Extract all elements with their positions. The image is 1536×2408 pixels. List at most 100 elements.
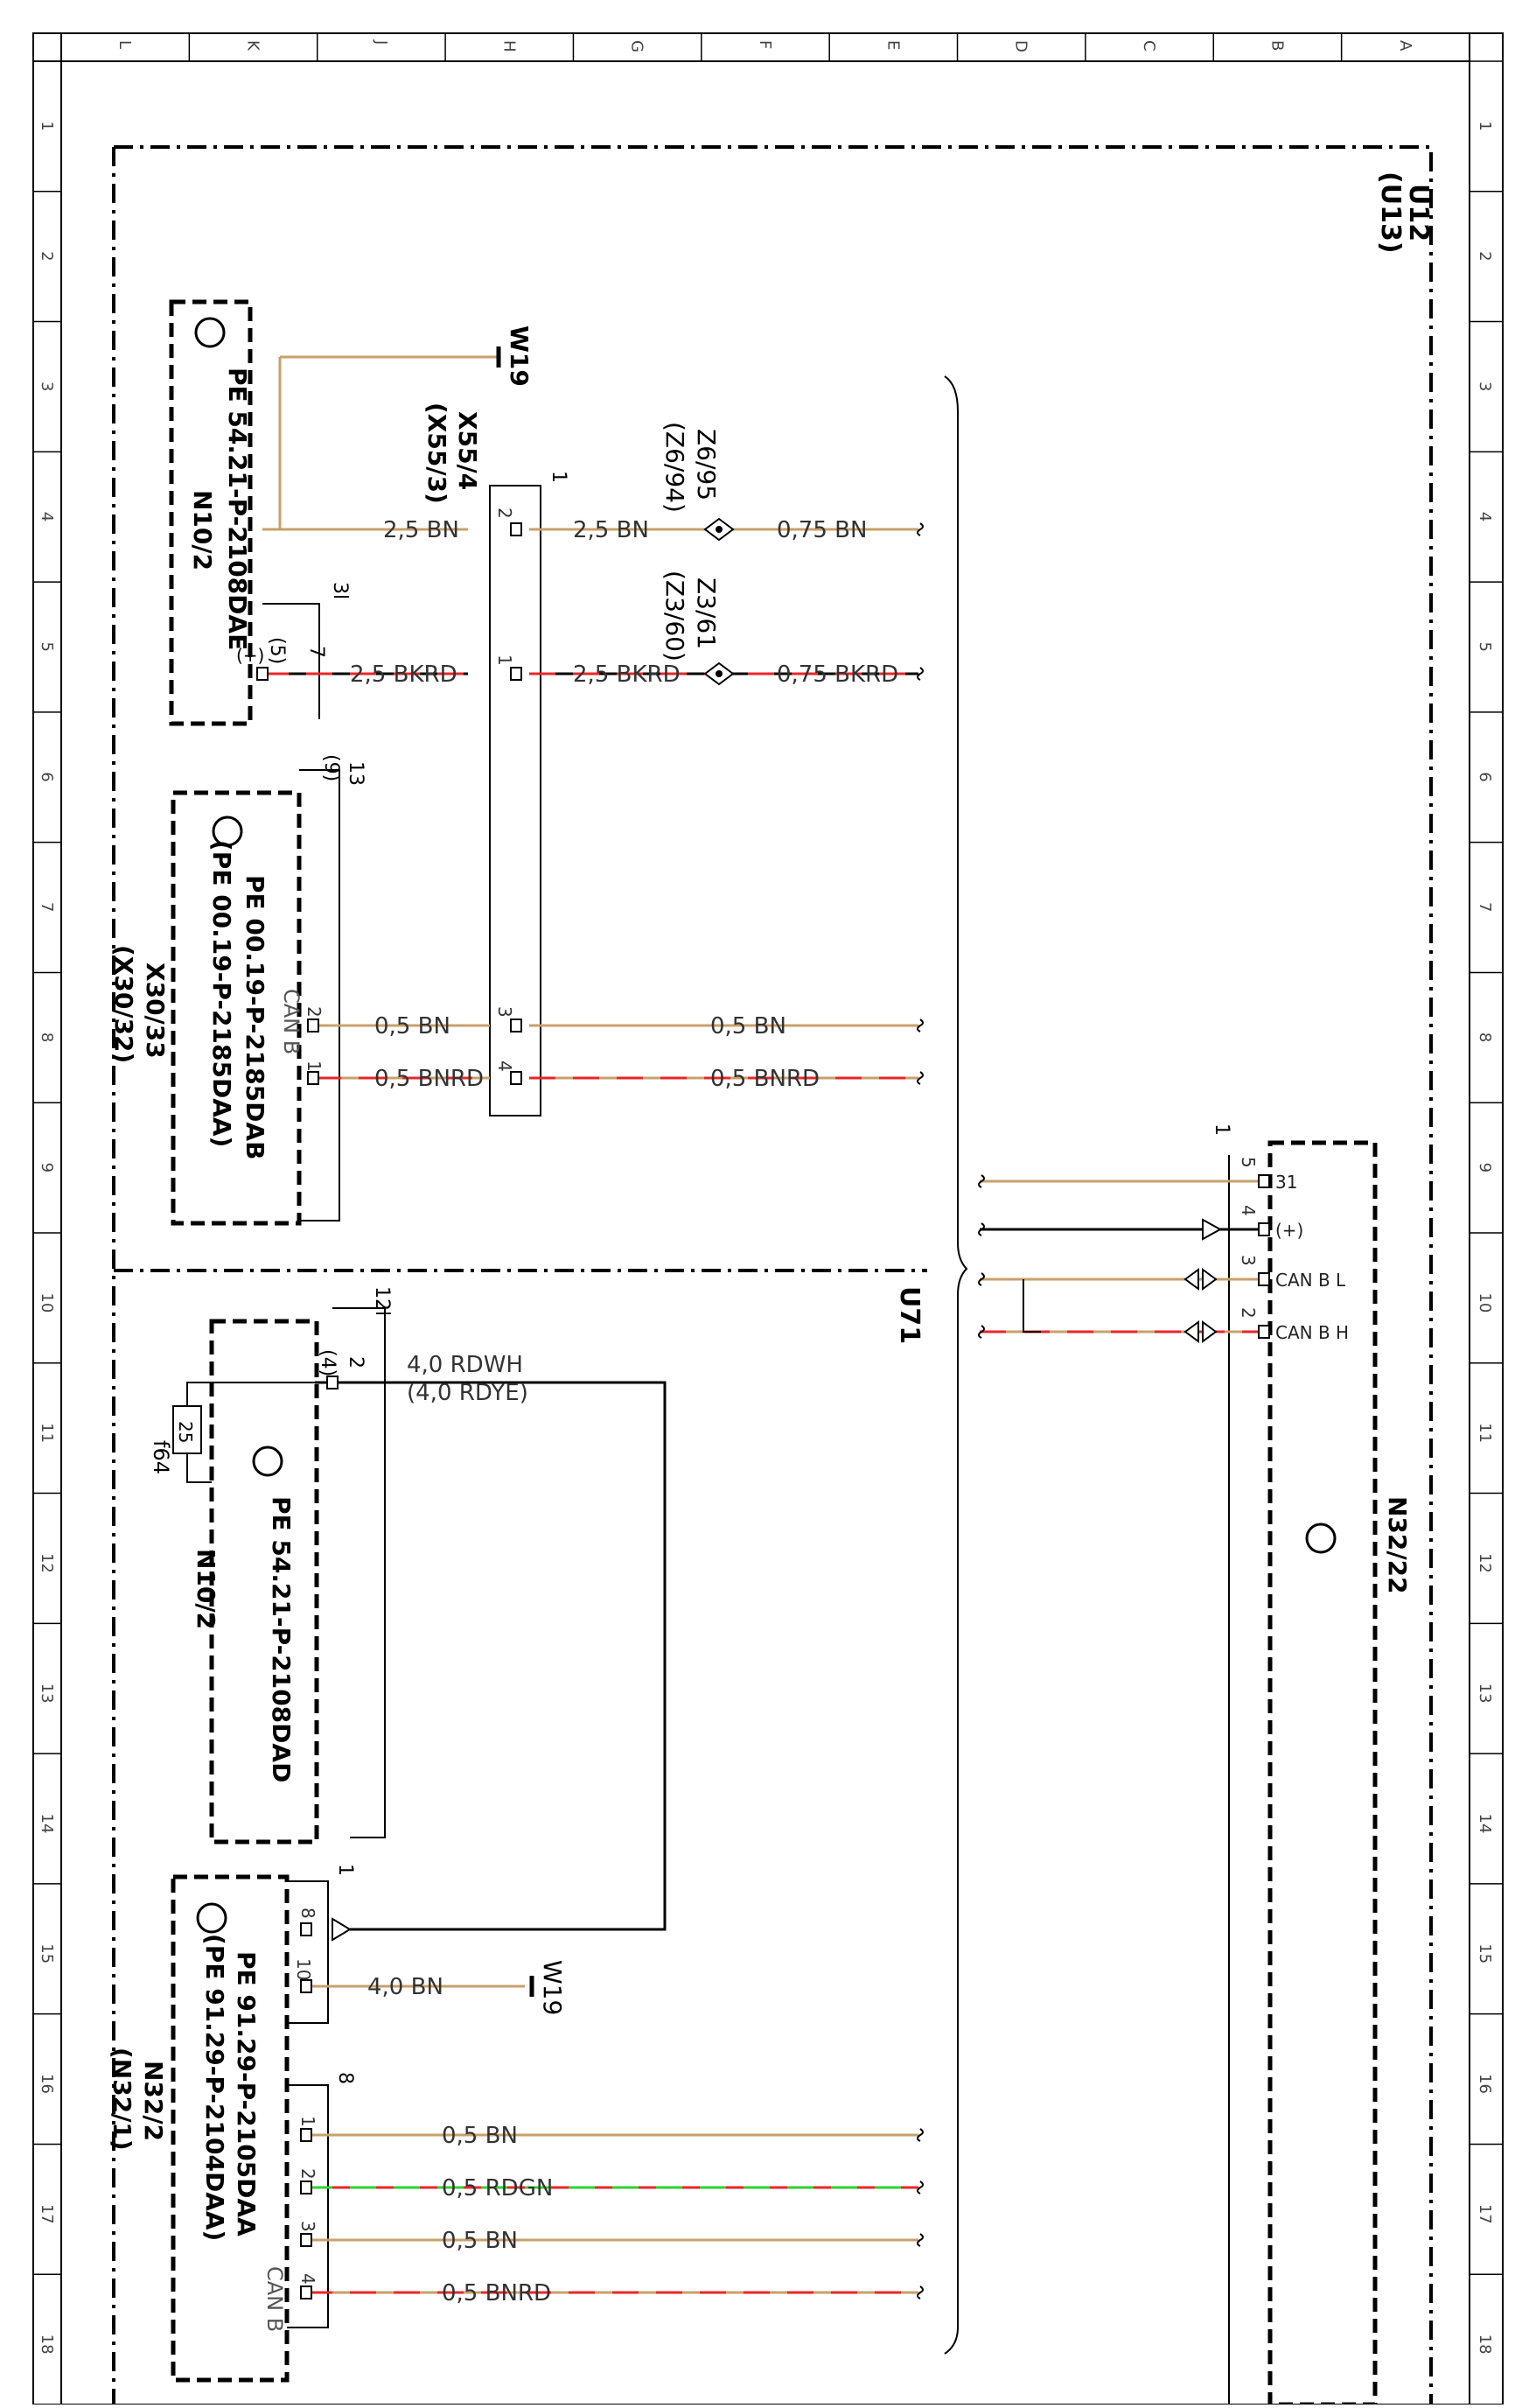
x55-pin-1 [510, 667, 522, 681]
n32-22-term-label: (+) [1275, 1220, 1303, 1241]
n32-2-pin-10 [300, 1979, 312, 1993]
x30-ref2: (PE 00.19-P-2185DAA) [207, 840, 236, 1147]
bidirectional-arrow-icon [1183, 1268, 1218, 1291]
n32-2-name: N32/2 [139, 2061, 168, 2141]
ruler-letter: E [883, 40, 902, 50]
ground-w19-top: W19 [278, 326, 534, 529]
n32-2-bus: CAN B [262, 2266, 287, 2332]
module-n32-2: PE 91.29-P-2105DAA (PE 91.29-P-2104DAA) … [108, 1864, 356, 2383]
zone-u12-sublabel: (U13) [1375, 172, 1406, 254]
wire-continuation-symbol [978, 1222, 985, 1236]
x30-pin-1 [307, 1071, 319, 1085]
x30-ref1: PE 00.19-P-2185DAB [241, 875, 269, 1159]
x55-pin-2 [510, 522, 522, 536]
n32-2-pin-3 [300, 2233, 312, 2247]
wire-label-w11: 4,0 RDWH [407, 1352, 523, 1378]
can-twist [1023, 1279, 1041, 1333]
n32-2-pin-2 [300, 2180, 312, 2194]
wire-continuation-symbol [917, 2128, 924, 2142]
ruler-number-left: 9 [38, 1163, 56, 1172]
x30-plug-alt: (9) [320, 754, 342, 781]
wire-label-w15: 0,5 BN [442, 2228, 518, 2254]
wire-continuation-symbol [917, 1071, 924, 1085]
n10-top-terminal: (+) [236, 645, 264, 666]
wire-label-w14: 0,5 RDGN [442, 2175, 553, 2202]
ruler-number-right: 18 [1476, 2334, 1494, 2355]
splice-z3-alt-label: (Z3/60) [660, 570, 689, 662]
x55-alt-label: (X55/3) [422, 402, 451, 504]
ruler-number-right: 4 [1476, 512, 1494, 522]
n32-2-pin-1 [300, 2128, 312, 2142]
x55-pin-4 [510, 1071, 522, 1085]
ruler-letter: J [372, 39, 390, 45]
ruler-number-left: 12 [38, 1553, 56, 1573]
n10-bottom-pin-2 [326, 1376, 339, 1390]
x55-label: X55/4 [453, 411, 482, 490]
wire-continuation-symbol [978, 1272, 985, 1286]
ruler-number-right: 8 [1476, 1032, 1494, 1042]
wire-label-w16: 0,5 BNRD [442, 2280, 551, 2306]
wire-label-w5: 2,5 BKRD [573, 662, 681, 688]
ruler-letter: D [1012, 40, 1030, 52]
splice-z3-dot [716, 670, 723, 677]
ruler-number-right: 14 [1476, 1814, 1494, 1834]
wire-label-w10: 0,5 BNRD [710, 1066, 820, 1092]
n32-2-pin-8 [300, 1922, 312, 1936]
ruler-number-left: 13 [38, 1684, 56, 1704]
wire-label-w3: 0,75 BN [777, 517, 867, 543]
zone-u12-label: U12 [1403, 184, 1434, 242]
wire-continuation-symbol [978, 1325, 985, 1339]
x55-pin-3 [510, 1018, 522, 1032]
wire-layer [256, 517, 1270, 2300]
ruler-number-right: 1 [1476, 121, 1494, 130]
n32-2-ref1: PE 91.29-P-2105DAA [232, 1951, 261, 2236]
module-n10-2-top: PE 54.21-P-2108DAE N10/2 3l 7 (5) (+) [169, 299, 351, 726]
n32-2-name-alt: (N32/1) [108, 2048, 136, 2151]
n32-2-pin-8-label: 8 [297, 1908, 318, 1919]
wire-label-w12: 4,0 BN [367, 1974, 443, 2000]
ruler-number-right: 15 [1476, 1943, 1494, 1964]
ruler-number-left: 10 [38, 1292, 56, 1312]
n32-2-pin-label: 1 [297, 2116, 318, 2127]
harness-brace [944, 375, 968, 2355]
module-x30-33: PE 00.19-P-2185DAB (PE 00.19-P-2185DAA) … [109, 754, 367, 1226]
n32-22-plug: 1 [1211, 1124, 1232, 1136]
ruler-number-left: 11 [38, 1423, 56, 1443]
wire-continuation-symbol [917, 667, 924, 681]
splice-z6-dot [716, 526, 723, 533]
splice-z6-label: Z6/95 [692, 429, 721, 500]
x30-name: X30/33 [141, 962, 170, 1059]
wire-continuation-symbol [917, 2233, 924, 2247]
wire-label-w13: 0,5 BN [442, 2123, 518, 2149]
x55-pin-1-label: 1 [494, 654, 515, 666]
wire-label-w9: 0,5 BNRD [374, 1066, 484, 1092]
x30-pin-1-label: 1 [304, 1060, 325, 1072]
n10-top-pin [256, 667, 269, 681]
module-n10-2-bottom: PE 54.21-P-2108DAD N10/2 12l 2 (4) f64 2… [149, 1286, 393, 1844]
arrow-icon [1202, 1218, 1223, 1241]
n10-top-ref: PE 54.21-P-2108DAE [223, 368, 252, 650]
n32-22-term-label: CAN B H [1275, 1322, 1349, 1343]
wire-label-w4: 2,5 BKRD [350, 662, 457, 688]
n32-22-term-label: CAN B L [1275, 1270, 1346, 1291]
n32-2-ref2: (PE 91.29-P-2104DAA) [200, 1934, 229, 2241]
transistor-icon [196, 1902, 227, 1934]
x30-bus: CAN B [279, 989, 304, 1054]
ruler-letter: G [628, 40, 646, 52]
ruler-number-left: 7 [38, 902, 56, 912]
n10-top-pin: 7 [305, 646, 327, 658]
ruler-number-right: 5 [1476, 642, 1494, 652]
fuse-value: 25 [175, 1421, 196, 1443]
ruler-letter: L [115, 40, 134, 49]
n32-22-term-label: 31 [1275, 1172, 1297, 1193]
n32-2-pin-label: 3 [297, 2221, 318, 2232]
x55-pin-2-label: 2 [494, 508, 515, 519]
n32-22-name: N32/22 [1383, 1496, 1412, 1594]
ruler-number-right: 17 [1476, 2204, 1494, 2224]
n32-2-pin-10-label: 10 [293, 1958, 314, 1980]
ruler-number-left: 16 [38, 2074, 56, 2094]
ruler-number-left: 14 [38, 1814, 56, 1834]
ruler-letter: C [1140, 40, 1158, 52]
connector-x55-4: X55/4 (X55/3) 1 [422, 402, 569, 1116]
n10-top-name: N10/2 [188, 490, 217, 570]
